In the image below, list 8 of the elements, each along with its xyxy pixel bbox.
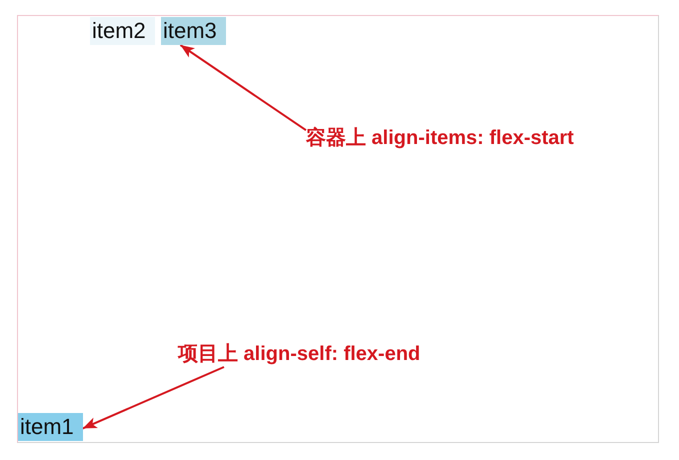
arrow: [82, 366, 224, 430]
annotation-text: 容器上 align-items: flex-start: [306, 125, 574, 151]
annotation-text: 项目上 align-self: flex-end: [178, 341, 420, 367]
arrow: [180, 44, 307, 132]
flex-item: item1: [18, 413, 83, 441]
flex-container: [17, 15, 659, 443]
flex-item: item3: [161, 17, 226, 45]
flex-item: item2: [90, 17, 155, 45]
